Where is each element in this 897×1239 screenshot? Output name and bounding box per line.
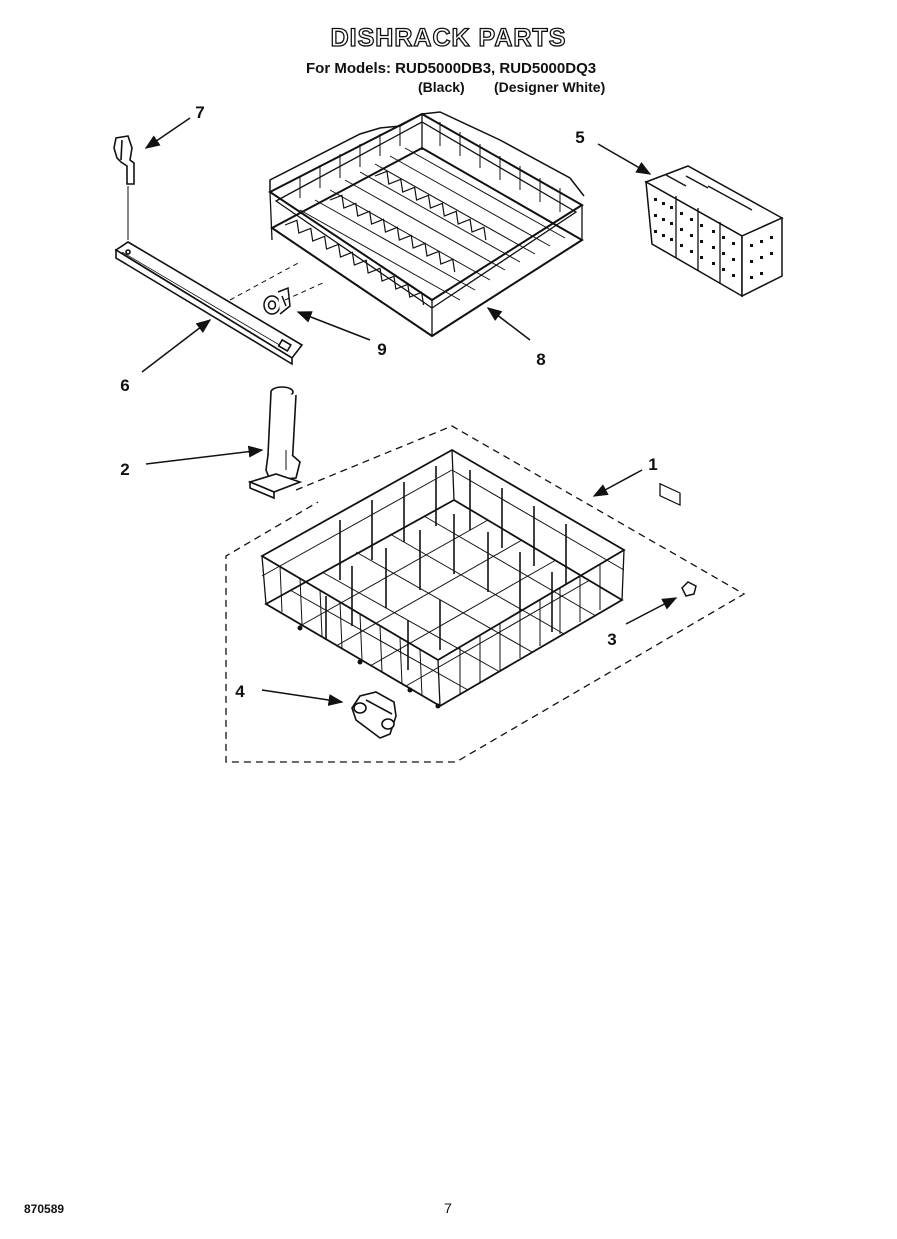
roller-assembly-drawing <box>351 691 397 739</box>
callout-8: 8 <box>536 350 546 369</box>
rail-stop-clip-drawing <box>113 135 135 240</box>
variant-black-label: (Black) <box>418 79 465 95</box>
callout-4: 4 <box>235 682 245 701</box>
callout-5: 5 <box>575 128 585 147</box>
variant-white-label: (Designer White) <box>494 79 606 95</box>
callout-1: 1 <box>648 455 658 474</box>
models-line: For Models: RUD5000DB3, RUD5000DQ3 <box>306 60 597 77</box>
rack-roller-drawing <box>263 286 291 315</box>
leader-arrows <box>141 117 678 706</box>
lower-dishrack-drawing <box>260 448 626 709</box>
callout-6: 6 <box>120 376 130 395</box>
alignment-lines-upper <box>229 261 326 301</box>
callout-7: 7 <box>195 103 205 122</box>
rack-rail-drawing <box>114 241 304 366</box>
callout-2: 2 <box>120 460 130 479</box>
upper-rack-post-drawing <box>247 386 303 500</box>
page-title: DISHRACK PARTS <box>330 23 567 52</box>
callout-9: 9 <box>377 340 387 359</box>
page-number: 7 <box>444 1200 452 1216</box>
lower-assembly-outline <box>225 425 746 763</box>
rack-stop-drawing <box>681 581 697 597</box>
callout-3: 3 <box>607 630 617 649</box>
silverware-basket-drawing <box>644 165 784 507</box>
document-id: 870589 <box>24 1202 65 1216</box>
upper-dishrack-drawing <box>268 111 585 338</box>
